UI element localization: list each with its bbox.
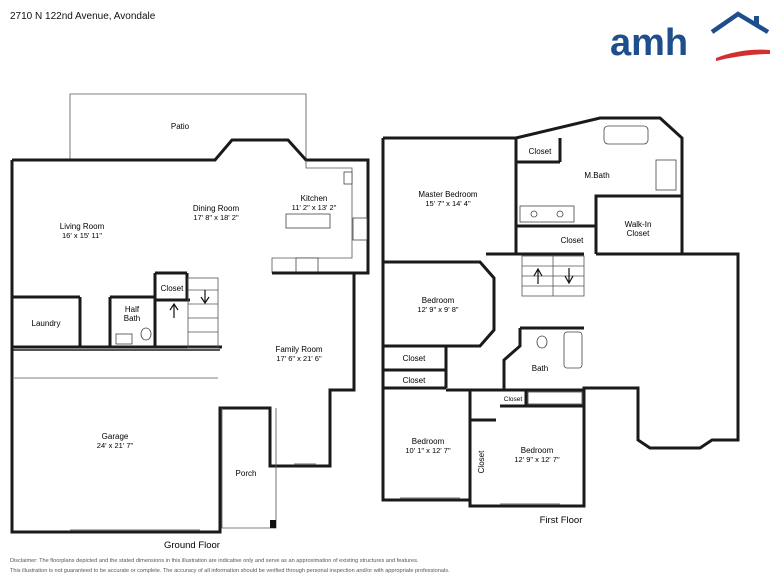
bedroom-3-label: Bedroom (521, 446, 554, 455)
master-bedroom-dimensions: 15' 7" x 14' 4" (425, 199, 471, 208)
stairs-up-arrow-icon (533, 267, 543, 284)
family-room-label: Family Room (275, 345, 322, 354)
master-bath-label: M.Bath (584, 171, 609, 180)
logo-wordmark: amh (610, 22, 688, 64)
living-room-dimensions: 16' x 15' 11" (62, 231, 102, 240)
master-bedroom-label: Master Bedroom (418, 190, 477, 199)
bedroom-3-dimensions: 12' 9" x 12' 7" (514, 455, 560, 464)
patio-label: Patio (171, 122, 190, 131)
garage-label: Garage (102, 432, 129, 441)
dining-room-label: Dining Room (193, 204, 240, 213)
sink-icon (115, 333, 133, 345)
toilet-icon (140, 327, 152, 341)
disclaimer-line-1: Disclaimer: The floorplans depicted and … (10, 558, 419, 564)
bath-label: Bath (532, 364, 548, 373)
first-floor-label: First Floor (540, 515, 583, 526)
toilet-icon (536, 335, 548, 349)
first-floor-plan: Closet M.Bath Master Bedroom 15' 7" x 14… (381, 116, 740, 526)
ground-floor-plan: Patio Living Room 16' x 15' 11" Dining R… (10, 93, 370, 551)
closet-label: Closet (161, 284, 184, 293)
small-closet-label: Closet (504, 396, 523, 403)
house-roof-icon (710, 11, 770, 34)
kitchen-label: Kitchen (301, 194, 328, 203)
bedroom-1-label: Bedroom (422, 296, 455, 305)
property-address: 2710 N 122nd Avenue, Avondale (10, 11, 156, 22)
living-room-label: Living Room (60, 222, 105, 231)
kitchen-dimensions: 11' 2" x 13' 2" (292, 203, 337, 212)
ground-stairs (169, 277, 219, 349)
bath-vanity-icon (527, 391, 583, 405)
family-room-dimensions: 17' 6" x 21' 6" (276, 354, 322, 363)
ground-floor-label: Ground Floor (164, 540, 220, 551)
bedroom-1-dimensions: 12' 9" x 9' 8" (417, 305, 458, 314)
stairs-down-arrow-icon (564, 268, 574, 285)
porch-label: Porch (236, 469, 257, 478)
shower-icon (655, 159, 677, 191)
logo-swoosh-icon (716, 49, 770, 61)
bedroom-2-dimensions: 10' 1" x 12' 7" (405, 446, 451, 455)
stairs-up-arrow-icon (169, 302, 179, 318)
double-vanity-icon (519, 205, 575, 223)
middle-closet-label: Closet (561, 236, 584, 245)
top-closet-label: Closet (529, 147, 552, 156)
dining-room-dimensions: 17' 8" x 18' 2" (193, 213, 239, 222)
garage-dimensions: 24' x 21' 7" (97, 441, 134, 450)
half-bath-label-2: Bath (124, 314, 140, 323)
vertical-closet-label: Closet (477, 450, 486, 473)
closet-b-label: Closet (403, 376, 426, 385)
stairs-down-arrow-icon (200, 290, 210, 305)
walk-in-closet-label-2: Closet (627, 229, 650, 238)
amh-logo: amh (610, 11, 770, 64)
bedroom-2-label: Bedroom (412, 437, 445, 446)
laundry-label: Laundry (32, 319, 61, 328)
bathtub-icon (603, 125, 649, 145)
first-floor-stairs (521, 255, 585, 297)
disclaimer-line-2: This illustration is not guaranteed to b… (10, 568, 450, 574)
walk-in-closet-label-1: Walk-In (625, 220, 652, 229)
closet-a-label: Closet (403, 354, 426, 363)
bath-tub-icon (563, 331, 583, 369)
half-bath-label-1: Half (125, 305, 140, 314)
